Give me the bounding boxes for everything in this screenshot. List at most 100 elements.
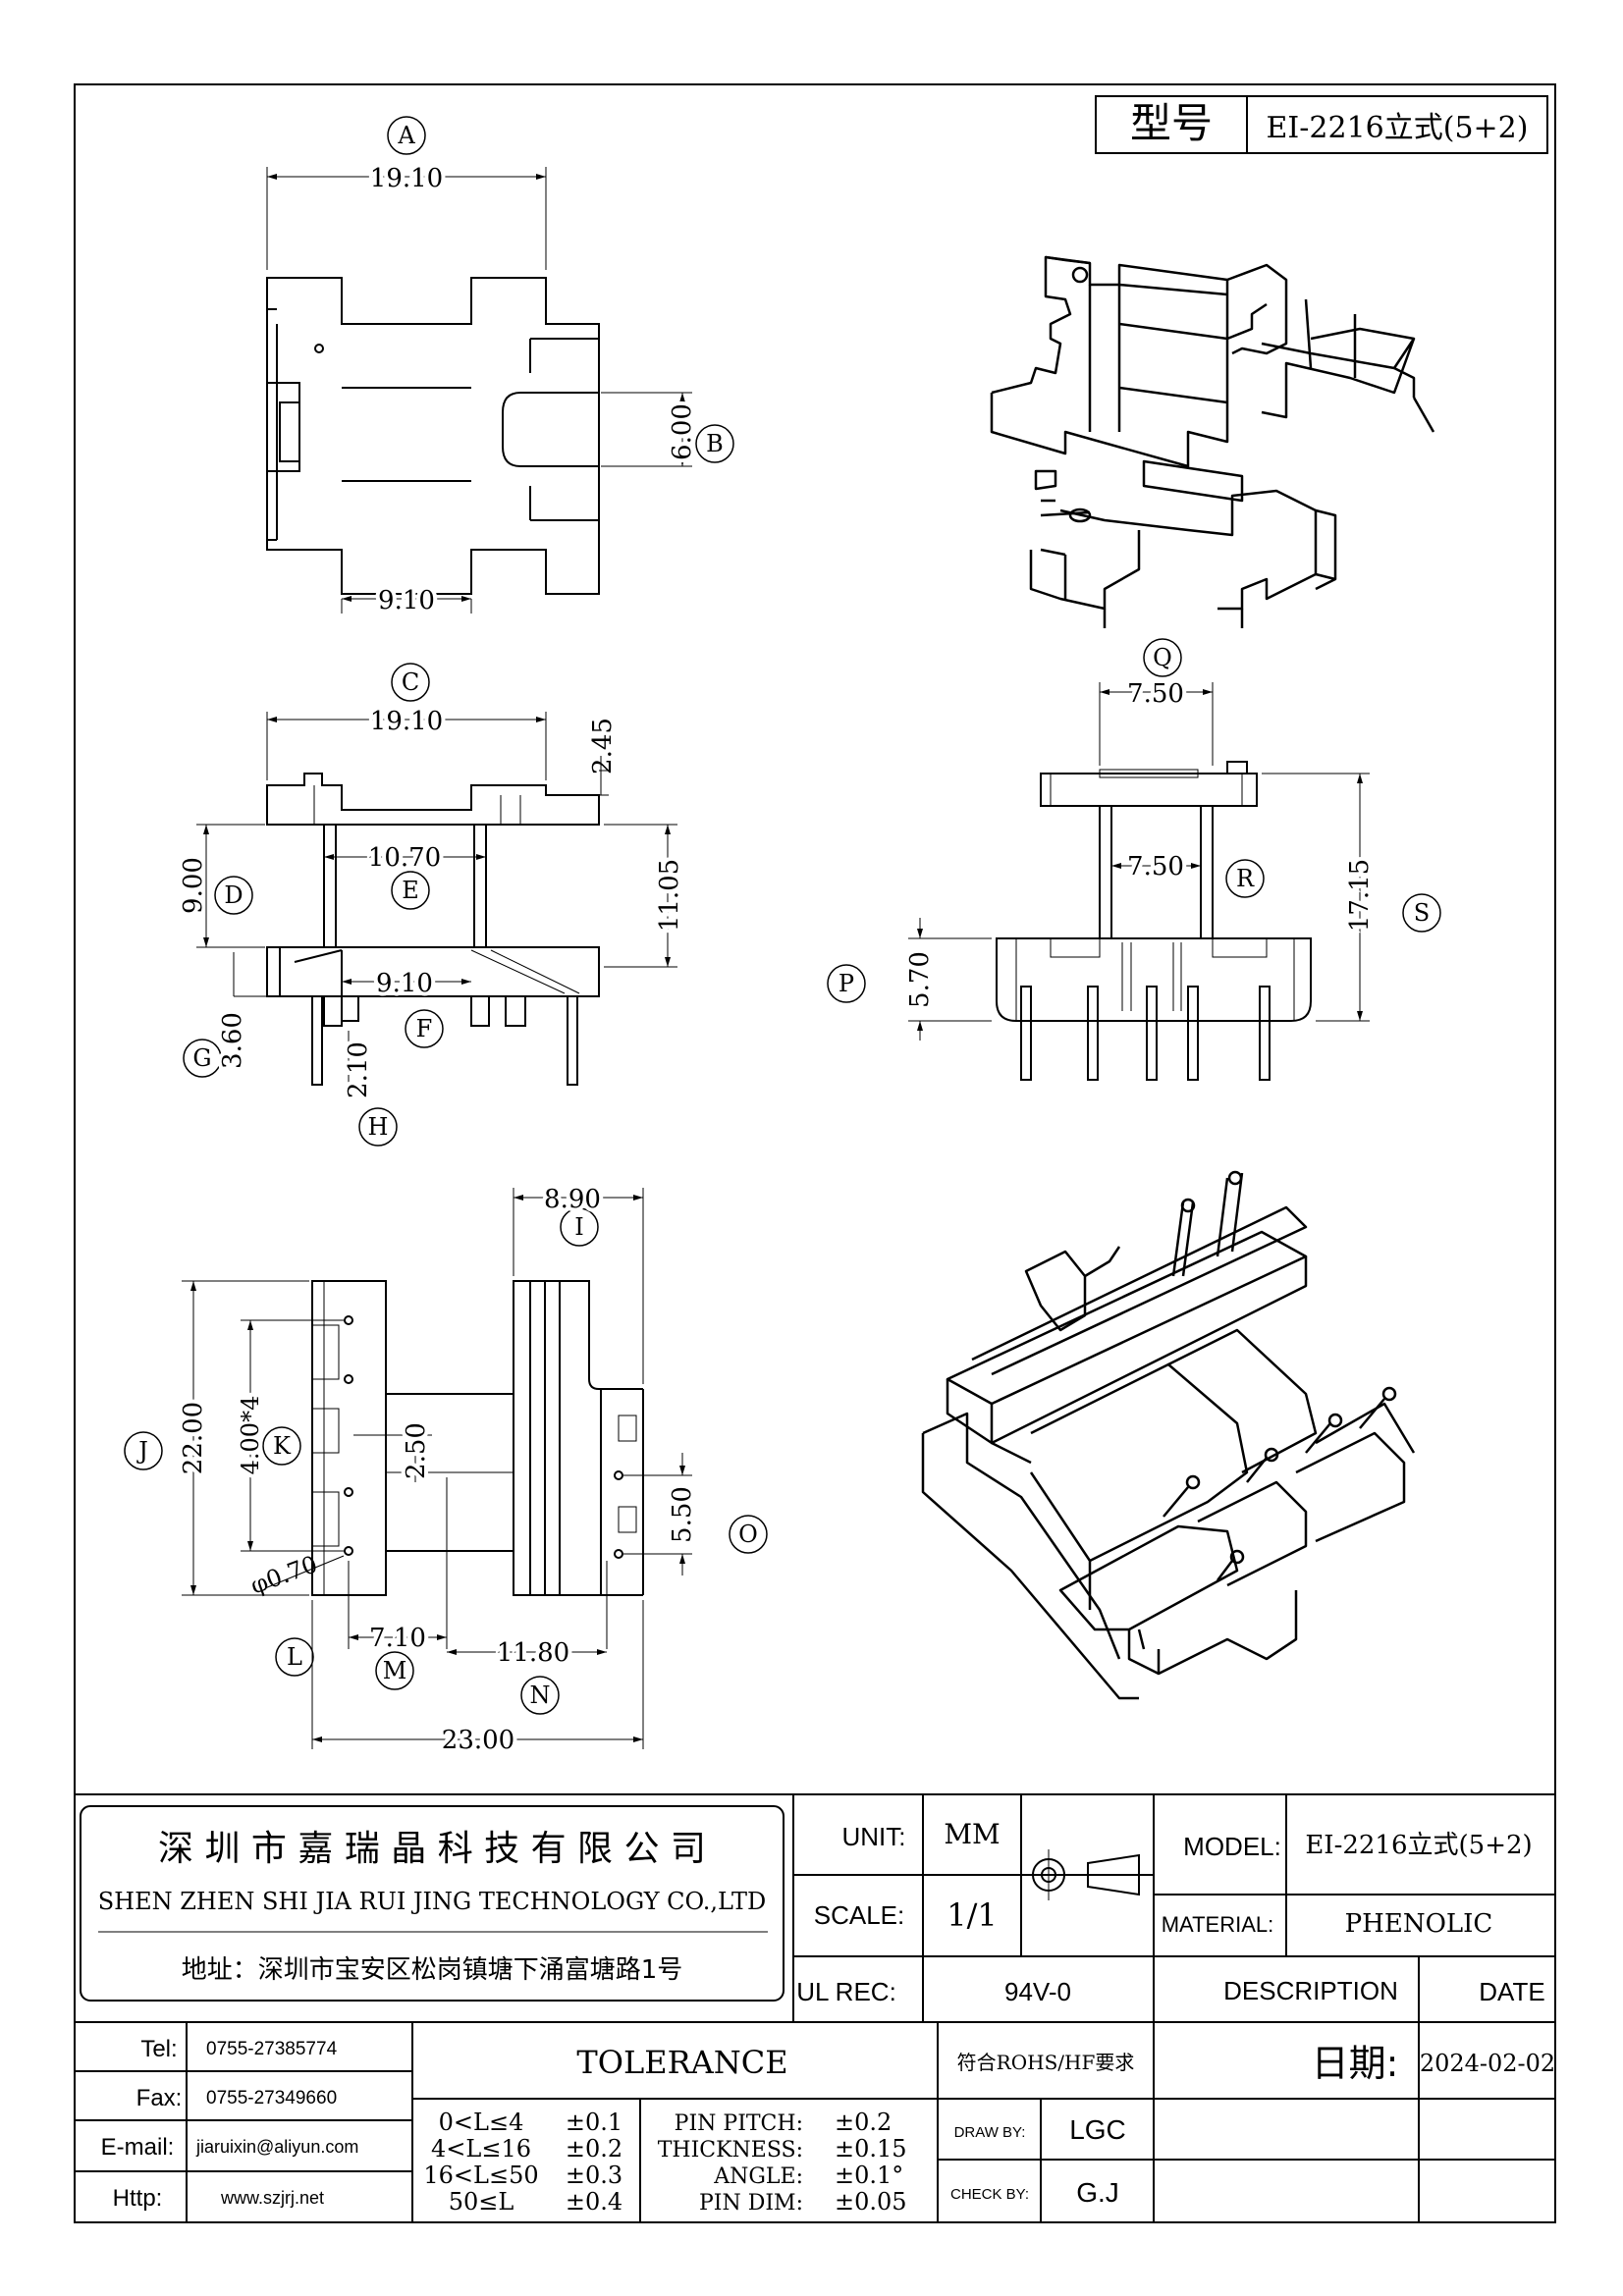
sheet-border [74, 83, 1556, 2223]
tol-item-value-1: ±0.2 [835, 2109, 892, 2136]
check-by-value: G.J [1076, 2177, 1119, 2208]
view-c-base-letter: F [416, 1015, 433, 1042]
view-q-base-letter: P [839, 970, 854, 997]
http-label: Http: [113, 2185, 163, 2212]
scale-label: SCALE: [814, 1900, 905, 1930]
tol-range-1: 0<L≤4 [439, 2109, 524, 2136]
view-c-letter: C [402, 668, 419, 696]
view-q-inner-dim: 7.50 [1127, 852, 1184, 881]
date-label: DATE [1479, 1977, 1544, 2006]
view-bottom-center-dim: 2.50 [402, 1422, 431, 1479]
tol-item-1: PIN PITCH: [675, 2111, 803, 2136]
view-bottom-total-dim: 22.00 [179, 1402, 208, 1474]
company-address: 地址：深圳市宝安区松岗镇塘下涌富塘路1号 [182, 1955, 683, 1985]
view-q-inner-letter: R [1236, 865, 1255, 892]
view-bottom-pin-dia: φ0.70 [246, 1550, 321, 1599]
view-bottom-top-letter: I [574, 1213, 583, 1241]
draw-by-value: LGC [1069, 2114, 1126, 2145]
email-label: E-mail: [101, 2134, 175, 2161]
tol-item-value-4: ±0.05 [835, 2188, 907, 2216]
view-bottom [124, 1188, 768, 1749]
tol-range-3: 16<L≤50 [423, 2162, 538, 2189]
view-a-letter: A [397, 122, 415, 149]
tol-item-3: ANGLE: [713, 2164, 803, 2189]
view-a [266, 116, 734, 614]
view-bottom-top-dim: 8.90 [544, 1185, 601, 1214]
tol-value-2: ±0.2 [566, 2135, 622, 2163]
view-bottom-right-dim: 11.80 [497, 1638, 569, 1668]
view-bottom-side-dim: 5.50 [668, 1486, 697, 1543]
description-label: DESCRIPTION [1223, 1976, 1398, 2005]
view-q-letter: Q [1153, 644, 1172, 671]
tol-item-2: THICKNESS: [658, 2138, 803, 2163]
projection-symbol-icon [1023, 1849, 1147, 1900]
view-c-notch-dim: 2.10 [344, 1041, 373, 1098]
draw-by-label: DRAW BY: [954, 2124, 1026, 2141]
fax-label: Fax: [136, 2085, 183, 2111]
rohs-note: 符合ROHS/HF要求 [957, 2051, 1135, 2074]
email-value: jiaruixin@aliyun.com [195, 2137, 358, 2157]
date-caption: 日期: [1312, 2042, 1399, 2085]
unit-label: UNIT: [842, 1822, 906, 1851]
ul-value: 94V-0 [1004, 1977, 1071, 2006]
model-box-value: EI-2216立式(5+2) [1267, 111, 1529, 145]
view-c [183, 663, 677, 1147]
scale-value: 1/1 [947, 1896, 998, 1934]
view-q [827, 638, 1441, 1081]
view-c-window-letter: E [402, 877, 419, 904]
model-label: MODEL: [1183, 1832, 1281, 1861]
tol-value-1: ±0.1 [566, 2109, 622, 2136]
tol-item-value-2: ±0.15 [835, 2135, 907, 2163]
view-c-total-dim: 11.05 [655, 859, 684, 932]
view-c-body-letter: D [224, 881, 243, 909]
material-value: PHENOLIC [1345, 1909, 1493, 1939]
view-c-width-dim: 19.10 [370, 707, 443, 736]
view-a-slot-letter: B [706, 430, 724, 457]
company-name-cn: 深 圳 市 嘉 瑞 晶 科 技 有 限 公 司 [158, 1829, 706, 1869]
iso-view-bottom [921, 1170, 1416, 1700]
view-a-slot-dim: 6.00 [668, 403, 697, 460]
unit-value: MM [944, 1818, 1000, 1850]
view-c-body-dim: 9.00 [179, 857, 208, 914]
view-bottom-pitch-letter: K [273, 1432, 292, 1460]
view-q-height-letter: S [1414, 899, 1430, 927]
view-bottom-total-letter: J [135, 1437, 148, 1465]
view-c-pin-dim: 3.60 [218, 1012, 247, 1069]
http-value: www.szjrj.net [220, 2188, 324, 2208]
tol-range-4: 50≤L [449, 2188, 514, 2216]
material-label: MATERIAL: [1162, 1912, 1274, 1937]
view-bottom-left-letter: M [383, 1657, 407, 1684]
view-q-base-dim: 5.70 [905, 951, 935, 1008]
view-c-window-dim: 10.70 [368, 843, 441, 873]
view-c-top-dim: 2.45 [588, 718, 618, 774]
view-a-inner-dim: 9.10 [378, 586, 435, 615]
model-value: EI-2216立式(5+2) [1305, 1831, 1532, 1860]
view-c-notch-letter: H [368, 1113, 389, 1141]
view-bottom-pitch-dim: 4.00*4 [237, 1396, 264, 1475]
model-box-label: 型号 [1130, 99, 1213, 147]
tol-item-value-3: ±0.1° [835, 2162, 903, 2189]
tol-item-4: PIN DIM: [699, 2191, 803, 2216]
tol-value-4: ±0.4 [566, 2188, 622, 2216]
tolerance-title: TOLERANCE [576, 2044, 787, 2081]
ul-label: UL REC: [796, 1977, 896, 2006]
view-q-top-dim: 7.50 [1127, 679, 1184, 709]
date-value: 2024-02-02 [1420, 2050, 1555, 2077]
view-a-width-dim: 19.10 [370, 164, 443, 193]
view-bottom-left-dim: 7.10 [369, 1624, 426, 1653]
view-q-height-dim: 17.15 [1345, 859, 1375, 932]
view-c-base-dim: 9.10 [376, 969, 433, 998]
company-name-en: SHEN ZHEN SHI JIA RUI JING TECHNOLOGY CO… [98, 1888, 767, 1915]
view-bottom-width-dim: 23.00 [442, 1726, 514, 1755]
check-by-label: CHECK BY: [950, 2186, 1029, 2203]
view-bottom-side-letter: O [738, 1521, 758, 1548]
model-box: 型号 EI-2216立式(5+2) [1095, 95, 1548, 154]
view-bottom-right-letter: N [530, 1682, 551, 1709]
tel-value: 0755-27385774 [206, 2039, 338, 2059]
view-c-pin-letter: G [192, 1044, 211, 1072]
tol-value-3: ±0.3 [566, 2162, 622, 2189]
fax-value: 0755-27349660 [206, 2088, 337, 2109]
tol-range-2: 4<L≤16 [431, 2135, 531, 2163]
tel-label: Tel: [140, 2036, 177, 2062]
